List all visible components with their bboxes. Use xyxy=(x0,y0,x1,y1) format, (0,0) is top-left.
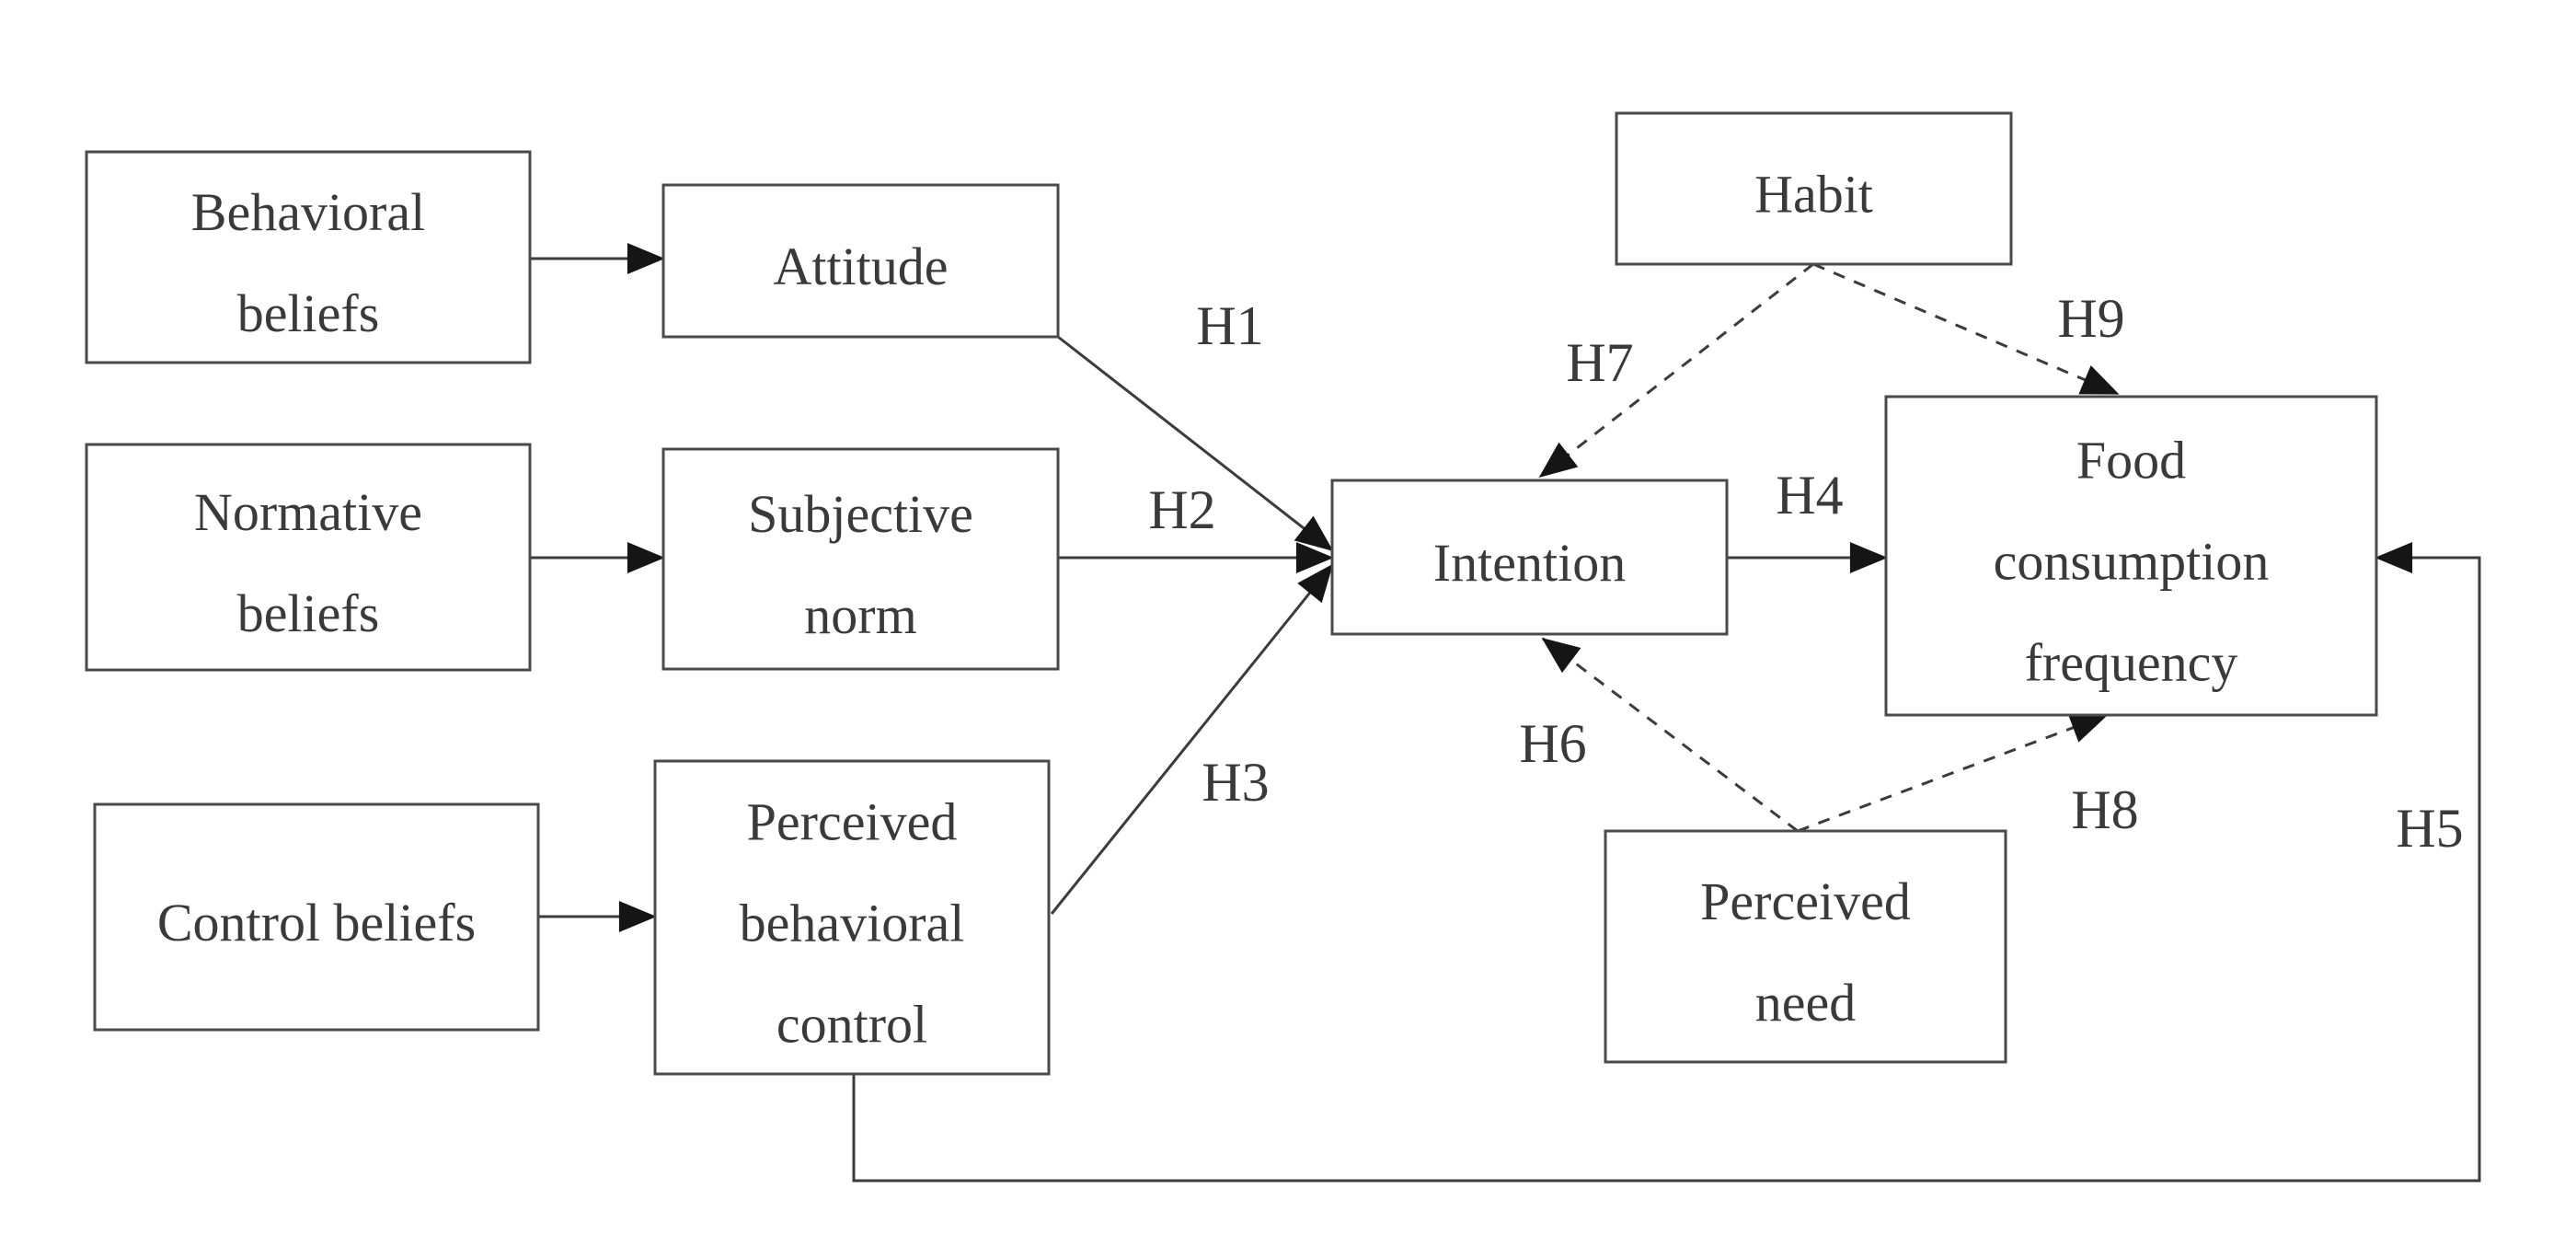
node-control-beliefs: Control beliefs xyxy=(93,802,540,1032)
node-behavioral-beliefs: Behavioral beliefs xyxy=(85,150,532,364)
node-habit: Habit xyxy=(1615,111,2013,266)
food-consumption-frequency-box xyxy=(1884,395,2378,717)
intention-box xyxy=(1330,479,1729,636)
perceived-need-label-line: Perceived xyxy=(1700,871,1911,931)
hypothesis-label-h7: H7 xyxy=(1566,332,1633,393)
hypothesis-label-h3: H3 xyxy=(1202,752,1269,813)
perceived-behavioral-control-box xyxy=(653,759,1051,1076)
behavioral-beliefs-label-line: Behavioral xyxy=(191,182,425,242)
attitude-box xyxy=(661,183,1060,339)
node-subjective-norm: Subjective norm xyxy=(661,447,1060,671)
perceived-behavioral-control-label-line: control xyxy=(776,995,927,1055)
edge-h8-perceived-need-to-food-consumption xyxy=(1797,712,2109,833)
subjective-norm-label-line: norm xyxy=(804,585,916,645)
subjective-norm-label-line: Subjective xyxy=(748,484,973,544)
hypothesis-label-h8: H8 xyxy=(2071,779,2138,840)
edge-h1-attitude-to-intention xyxy=(1057,335,1334,552)
perceived-need-box xyxy=(1604,829,2007,1064)
hypothesis-label-h4: H4 xyxy=(1776,465,1843,525)
behavioral-beliefs-label-line: beliefs xyxy=(237,283,380,343)
edge-h6-perceived-need-to-intention xyxy=(1541,637,1799,833)
node-perceived-need: Perceived need xyxy=(1604,829,2007,1064)
edges-layer xyxy=(530,243,2481,1183)
edge-h7-habit-to-intention xyxy=(1538,262,1814,479)
normative-beliefs-box xyxy=(85,443,532,672)
perceived-need-label-line: need xyxy=(1755,973,1857,1033)
intention-label-line: Intention xyxy=(1433,533,1626,593)
hypothesis-label-h6: H6 xyxy=(1519,713,1586,774)
perceived-behavioral-control-label-line: Perceived xyxy=(747,792,958,852)
node-normative-beliefs: Normative beliefs xyxy=(85,443,532,672)
control-beliefs-label-line: Control beliefs xyxy=(157,893,476,952)
habit-label-line: Habit xyxy=(1754,165,1873,225)
normative-beliefs-label-line: beliefs xyxy=(237,583,380,643)
control-beliefs-box xyxy=(93,802,540,1032)
edge-h3-pbc-to-intention xyxy=(1050,563,1334,915)
subjective-norm-box xyxy=(661,447,1060,671)
node-perceived-behavioral-control: Perceived behavioral control xyxy=(653,759,1051,1076)
normative-beliefs-label-line: Normative xyxy=(194,482,422,542)
edge-h9-habit-to-food-consumption xyxy=(1812,262,2120,396)
attitude-label-line: Attitude xyxy=(773,237,948,296)
edge-h5-pbc-to-food-consumption xyxy=(852,542,2481,1183)
hypothesis-label-h1: H1 xyxy=(1196,295,1263,356)
food-consumption-frequency-label-line: consumption xyxy=(1994,532,2270,592)
hypothesis-label-h2: H2 xyxy=(1148,479,1215,540)
behavioral-beliefs-box xyxy=(85,150,532,364)
perceived-behavioral-control-label-line: behavioral xyxy=(740,894,965,953)
food-consumption-frequency-label-line: frequency xyxy=(2025,633,2238,693)
food-consumption-frequency-label-line: Food xyxy=(2076,431,2186,491)
hypothesis-label-h9: H9 xyxy=(2057,288,2124,349)
habit-box xyxy=(1615,111,2013,266)
node-food-consumption-frequency: Food consumption frequency xyxy=(1884,395,2378,717)
hypothesis-label-h5: H5 xyxy=(2396,798,2463,859)
node-intention: Intention xyxy=(1330,479,1729,636)
node-attitude: Attitude xyxy=(661,183,1060,339)
